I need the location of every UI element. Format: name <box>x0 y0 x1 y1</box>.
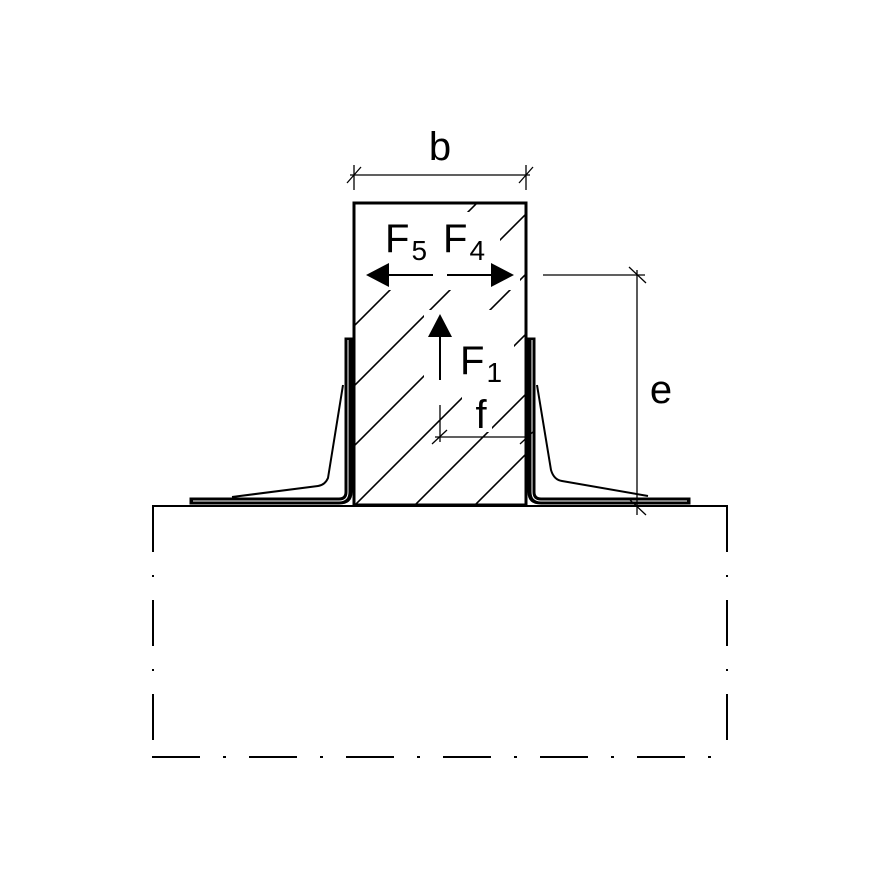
dimension-f <box>431 405 536 445</box>
force-f5-label: F5 <box>385 217 427 266</box>
dimension-e <box>543 266 647 516</box>
foundation <box>152 505 728 758</box>
force-f1-label: F1 <box>460 339 502 388</box>
force-f5-arrow <box>366 263 433 287</box>
dimension-b <box>346 165 534 190</box>
dimension-b-label: b <box>429 125 451 169</box>
dimension-e-label: e <box>650 368 672 412</box>
dimension-f-label: f <box>475 393 487 437</box>
force-f1-arrow <box>428 314 452 380</box>
force-f4-arrow <box>447 263 514 287</box>
force-f4-label: F4 <box>443 217 485 266</box>
right-angle-bracket <box>527 337 691 505</box>
left-angle-bracket <box>189 337 353 505</box>
